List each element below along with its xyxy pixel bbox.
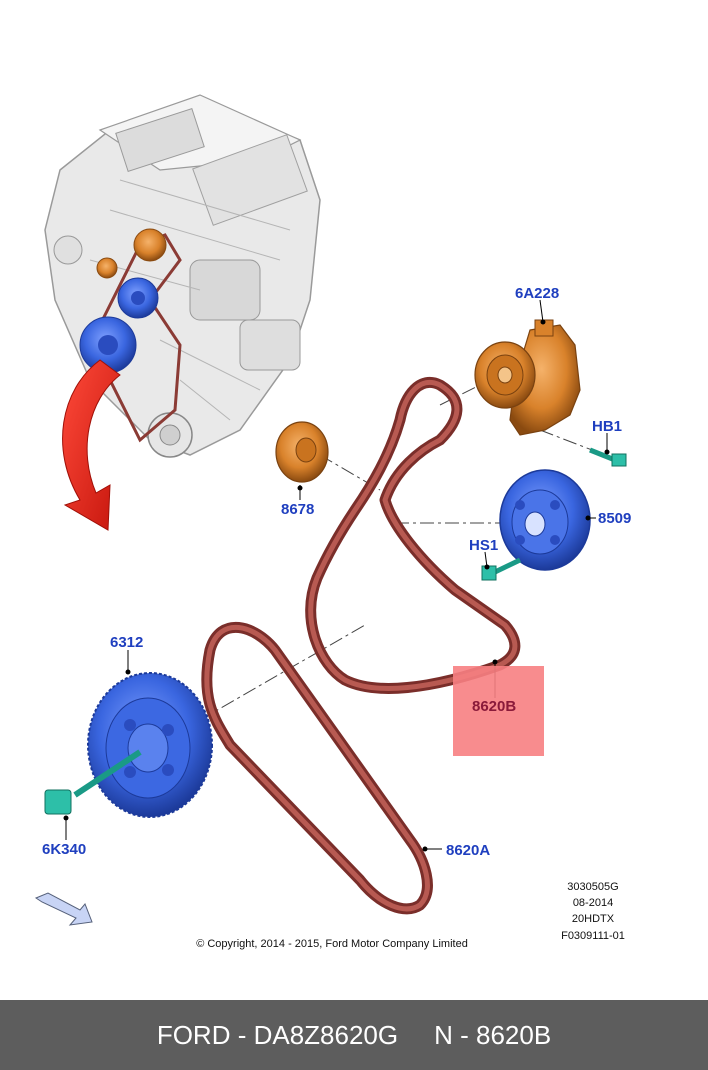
ref-code-1: 3030505G bbox=[567, 881, 618, 893]
pulley-8509 bbox=[499, 469, 591, 571]
view-direction-icon bbox=[34, 892, 93, 926]
callout-8620a: 8620A bbox=[446, 842, 490, 859]
belt-diagram: 6A228 HB1 8678 8509 HS1 6312 8620B 6K340… bbox=[34, 94, 631, 950]
highlight-box bbox=[453, 666, 544, 756]
footer-bar: FORD - DA8Z8620G N - 8620B bbox=[0, 1000, 708, 1070]
copyright: © Copyright, 2014 - 2015, Ford Motor Com… bbox=[196, 938, 468, 950]
callout-8678: 8678 bbox=[281, 501, 314, 518]
bolt-hs1 bbox=[481, 557, 522, 581]
engine-illustration bbox=[44, 94, 321, 458]
callout-hs1: HS1 bbox=[469, 537, 498, 554]
zoom-arrow-icon bbox=[62, 359, 121, 531]
callout-8509: 8509 bbox=[598, 510, 631, 527]
tensioner-6a228 bbox=[474, 319, 581, 436]
footer-ref: N - 8620B bbox=[434, 1019, 552, 1050]
ref-code-2: 08-2014 bbox=[573, 897, 613, 909]
ref-code-4: F0309111-01 bbox=[561, 930, 625, 942]
callout-6312: 6312 bbox=[110, 634, 143, 651]
callout-hb1: HB1 bbox=[592, 418, 622, 435]
callout-6k340: 6K340 bbox=[42, 841, 86, 858]
belt-8620a bbox=[201, 621, 433, 915]
idler-pulley-8678 bbox=[275, 421, 329, 483]
callout-6a228: 6A228 bbox=[515, 285, 559, 302]
footer-part-number: FORD - DA8Z8620G bbox=[156, 1019, 399, 1050]
bolt-6k340 bbox=[44, 749, 142, 815]
ref-code-3: 20HDTX bbox=[572, 913, 615, 925]
bolt-hb1 bbox=[589, 447, 627, 467]
callout-8620b: 8620B bbox=[472, 698, 516, 715]
crank-damper-6312 bbox=[87, 672, 213, 818]
